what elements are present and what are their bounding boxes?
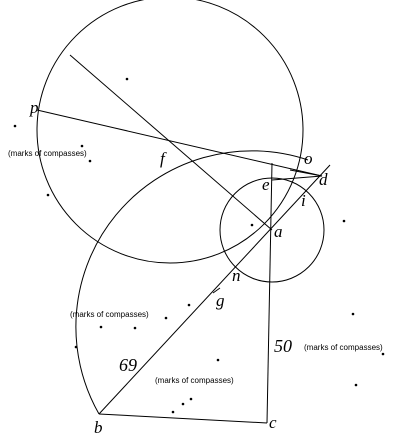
- compass-mark: [216, 358, 220, 362]
- label-point-g: g: [216, 291, 225, 310]
- compass-mark: [187, 303, 191, 307]
- measure-bc-label: 69: [119, 355, 137, 375]
- line-b-c: [98, 413, 268, 424]
- label-point-o: o: [304, 149, 313, 168]
- measure-ac-label: 50: [274, 336, 292, 356]
- compass-mark: [381, 352, 385, 356]
- compass-mark: [342, 219, 346, 223]
- compass-mark: [46, 193, 50, 197]
- compass-mark: [74, 345, 78, 349]
- label-point-c: c: [269, 413, 277, 432]
- label-point-b: b: [94, 418, 103, 437]
- note-middle-left: (marks of compasses): [70, 310, 149, 319]
- large-circle-center-f: [36, 0, 304, 264]
- label-point-p: p: [29, 98, 39, 117]
- label-point-e: e: [262, 175, 270, 194]
- label-point-f: f: [160, 149, 167, 168]
- compass-mark: [171, 410, 175, 414]
- arc-through-b: [75, 150, 309, 415]
- compass-mark: [164, 316, 168, 320]
- compass-mark: [133, 326, 137, 330]
- compass-mark: [354, 383, 358, 387]
- line-o-d: [289, 169, 323, 177]
- label-point-i: i: [301, 191, 306, 210]
- compass-mark: [13, 124, 17, 128]
- label-point-a: a: [274, 222, 283, 241]
- line-e-d: [271, 175, 323, 181]
- label-point-d: d: [319, 170, 328, 189]
- line-top-to-a: [69, 54, 273, 231]
- label-point-n: n: [232, 266, 241, 285]
- tick-mark-g: [212, 287, 221, 294]
- compass-mark: [181, 402, 185, 406]
- compass-mark: [250, 223, 254, 227]
- note-bottom-center: (marks of compasses): [155, 376, 234, 385]
- line-p-d: [36, 109, 323, 177]
- compass-mark: [351, 312, 355, 316]
- note-upper-left: (marks of compasses): [8, 149, 87, 158]
- note-right: (marks of compasses): [304, 343, 383, 352]
- line-b-d: [98, 164, 331, 415]
- compass-mark: [88, 159, 92, 163]
- compass-mark: [125, 77, 129, 81]
- compass-mark: [99, 325, 103, 329]
- compass-mark: [80, 144, 84, 148]
- line-c-e: [266, 162, 273, 424]
- compass-mark: [189, 397, 193, 401]
